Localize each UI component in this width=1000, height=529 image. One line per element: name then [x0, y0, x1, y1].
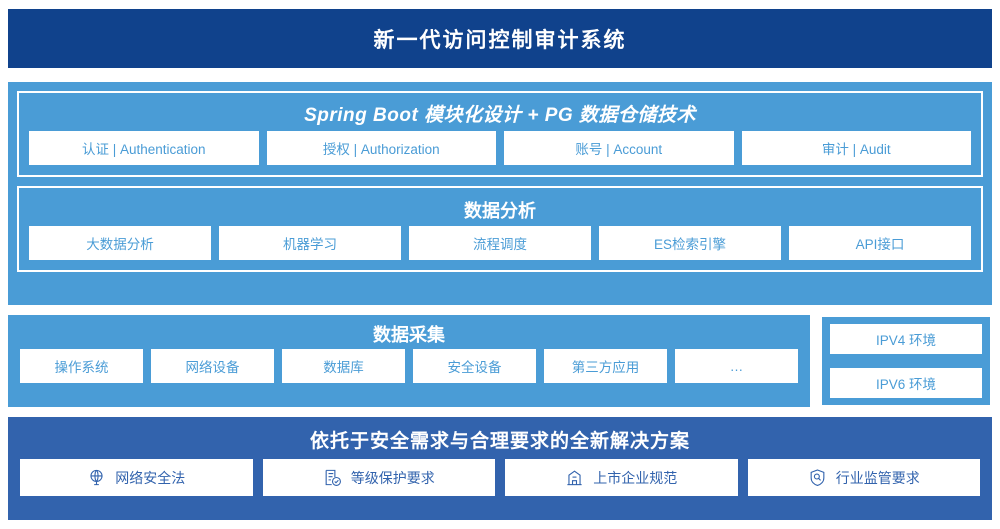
shield-search-icon: [808, 468, 827, 487]
analysis-title: 数据分析: [464, 201, 536, 221]
solution-layer-panel: 依托于安全需求与合理要求的全新解决方案 网络安全法: [8, 417, 992, 520]
source-operating-system[interactable]: 操作系统: [20, 349, 143, 383]
solution-item-row: 网络安全法 等级保护要求: [20, 459, 980, 496]
module-machine-learning[interactable]: 机器学习: [219, 226, 401, 260]
collection-source-row: 操作系统 网络设备 数据库 安全设备 第三方应用 …: [20, 349, 798, 383]
ip-environment-panel: IPV4 环境 IPV6 环境: [820, 315, 992, 407]
solution-item-label: 等级保护要求: [350, 469, 435, 486]
source-network-device[interactable]: 网络设备: [151, 349, 274, 383]
globe-network-icon: [87, 468, 106, 487]
module-process-scheduling[interactable]: 流程调度: [409, 226, 591, 260]
module-authentication[interactable]: 认证 | Authentication: [29, 131, 259, 165]
source-database[interactable]: 数据库: [282, 349, 405, 383]
document-check-icon: [323, 468, 342, 487]
solution-title: 依托于安全需求与合理要求的全新解决方案: [309, 431, 690, 452]
solution-item-industry-regulation[interactable]: 行业监管要求: [747, 459, 980, 496]
collection-layer-row: 数据采集 操作系统 网络设备 数据库 安全设备 第三方应用 … IPV4 环境 …: [8, 315, 992, 407]
environment-ipv6[interactable]: IPV6 环境: [830, 368, 982, 398]
module-audit[interactable]: 审计 | Audit: [741, 131, 971, 165]
source-security-device[interactable]: 安全设备: [413, 349, 536, 383]
page-title: 新一代访问控制审计系统: [373, 28, 627, 52]
module-big-data-analysis[interactable]: 大数据分析: [29, 226, 211, 260]
module-authorization[interactable]: 授权 | Authorization: [266, 131, 496, 165]
collection-title: 数据采集: [373, 325, 445, 345]
solution-item-label: 网络安全法: [115, 469, 186, 486]
source-third-party-app[interactable]: 第三方应用: [544, 349, 667, 383]
module-account[interactable]: 账号 | Account: [504, 131, 734, 165]
analysis-module-row: 大数据分析 机器学习 流程调度 ES检索引擎 API接口: [29, 226, 971, 260]
module-es-search-engine[interactable]: ES检索引擎: [599, 226, 781, 260]
framework-subpanel: Spring Boot 模块化设计 + PG 数据仓储技术 认证 | Authe…: [17, 91, 983, 177]
solution-item-label: 上市企业规范: [593, 469, 678, 486]
source-more[interactable]: …: [675, 349, 798, 383]
header-bar: 新一代访问控制审计系统: [8, 9, 992, 68]
framework-module-row: 认证 | Authentication 授权 | Authorization 账…: [29, 131, 971, 165]
solution-item-classified-protection[interactable]: 等级保护要求: [262, 459, 495, 496]
module-api-interface[interactable]: API接口: [789, 226, 971, 260]
environment-ipv4[interactable]: IPV4 环境: [830, 324, 982, 354]
application-layer-panel: Spring Boot 模块化设计 + PG 数据仓储技术 认证 | Authe…: [8, 82, 992, 305]
solution-item-listed-enterprise-standard[interactable]: 上市企业规范: [505, 459, 738, 496]
solution-item-cybersecurity-law[interactable]: 网络安全法: [20, 459, 253, 496]
analysis-subpanel: 数据分析 大数据分析 机器学习 流程调度 ES检索引擎 API接口: [17, 186, 983, 272]
data-collection-panel: 数据采集 操作系统 网络设备 数据库 安全设备 第三方应用 …: [8, 315, 810, 407]
solution-item-label: 行业监管要求: [835, 469, 920, 486]
framework-title: Spring Boot 模块化设计 + PG 数据仓储技术: [304, 105, 696, 126]
bank-building-icon: [565, 468, 584, 487]
